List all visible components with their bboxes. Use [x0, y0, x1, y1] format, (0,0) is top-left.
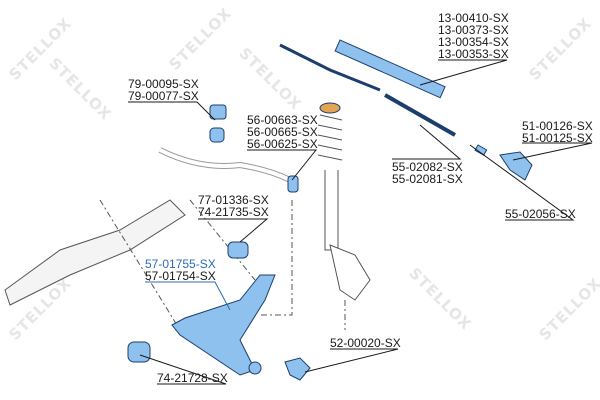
- part-number: 13-00353-SX: [438, 47, 509, 61]
- label-stabilizer-bushing: 79-00095-SX 79-00077-SX: [128, 78, 199, 102]
- part-number: 77-01336-SX: [198, 193, 269, 207]
- part-number: 74-21728-SX: [157, 371, 228, 385]
- ball-joint: [284, 357, 311, 381]
- rear-arm-bushing: [227, 241, 249, 259]
- part-number: 13-00410-SX: [438, 11, 509, 25]
- label-tie-rod-end: 51-00126-SX 51-00125-SX: [522, 120, 593, 144]
- part-number: 13-00373-SX: [438, 23, 509, 37]
- part-number: 55-02056-SX: [505, 207, 576, 221]
- leader-51: [512, 142, 593, 161]
- leader-57: [145, 281, 231, 311]
- part-number: 55-02082-SX: [392, 160, 463, 174]
- part-number: 51-00126-SX: [522, 119, 593, 133]
- label-tie-rod: 55-02082-SX 55-02081-SX: [392, 161, 463, 185]
- leader-79: [128, 101, 216, 121]
- stabilizer-bushing-lower: [209, 127, 225, 143]
- part-number: 13-00354-SX: [438, 35, 509, 49]
- tie-rod: [384, 93, 456, 137]
- part-number: 56-00665-SX: [247, 125, 318, 139]
- leader-13: [419, 59, 508, 86]
- leader-74-21728: [139, 354, 227, 385]
- label-stabilizer-link: 56-00663-SX 56-00665-SX 56-00625-SX: [247, 114, 318, 150]
- leader-56: [247, 149, 318, 181]
- part-number: 79-00077-SX: [128, 89, 199, 103]
- label-rear-arm-bushing: 77-01336-SX 74-21735-SX: [198, 194, 269, 218]
- leader-55-02056: [469, 144, 575, 221]
- part-number: 55-02081-SX: [392, 172, 463, 186]
- stabilizer-link: [287, 175, 299, 193]
- label-front-arm-bushing: 74-21728-SX: [157, 372, 228, 384]
- label-tie-rod-boot: 55-02056-SX: [505, 208, 576, 220]
- tie-rod-end: [499, 151, 533, 181]
- strut-tube: [324, 170, 339, 251]
- control-arm: [171, 274, 276, 376]
- front-arm-bushing: [127, 341, 151, 363]
- part-number: 52-00020-SX: [330, 336, 401, 350]
- part-number: 56-00663-SX: [247, 113, 318, 127]
- tie-rod-boot: [474, 144, 488, 156]
- part-number: 79-00095-SX: [128, 77, 199, 91]
- label-steering-rack: 13-00410-SX 13-00373-SX 13-00354-SX 13-0…: [438, 12, 509, 60]
- part-number: 56-00625-SX: [247, 137, 318, 151]
- strut-top-mount: [319, 102, 341, 114]
- knuckle: [329, 244, 371, 301]
- label-ball-joint: 52-00020-SX: [330, 337, 401, 349]
- leader-55-02082: [392, 124, 462, 160]
- dashed-guide: [99, 199, 346, 331]
- part-number: 74-21735-SX: [198, 205, 269, 219]
- steering-rack: [334, 39, 446, 99]
- leader-52: [304, 348, 399, 373]
- label-control-arm: 57-01755-SX 57-01754-SX: [145, 258, 216, 282]
- stabilizer-bushing: [209, 104, 227, 120]
- ball-joint-on-arm: [248, 361, 262, 375]
- part-number: 57-01754-SX: [145, 269, 216, 283]
- subframe: [4, 199, 186, 306]
- part-number-highlighted: 57-01755-SX: [145, 257, 216, 271]
- coil-spring: [317, 114, 343, 161]
- part-number: 51-00125-SX: [522, 131, 593, 145]
- leader-77: [198, 218, 269, 243]
- tie-rod-left: [279, 43, 381, 92]
